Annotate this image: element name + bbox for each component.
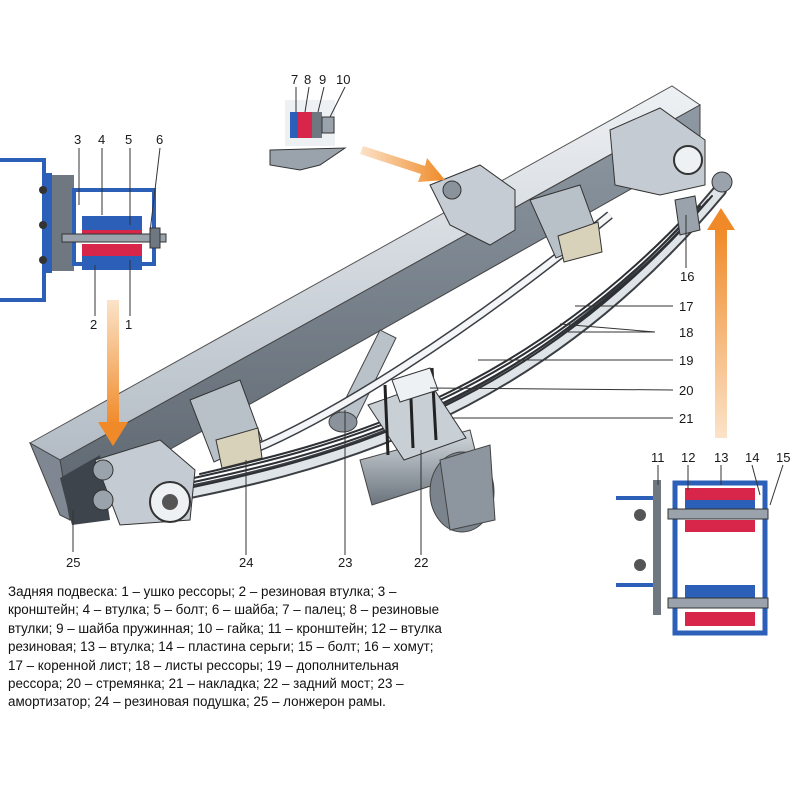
callout-5: 5: [125, 132, 132, 147]
caption-line: втулки; 9 – шайба пружинная; 10 – гайка;…: [8, 620, 442, 636]
inset-pin: [269, 100, 347, 171]
callout-22: 22: [414, 555, 428, 570]
callout-16: 16: [680, 269, 694, 284]
pointer-arrow-diagonal: [360, 146, 445, 182]
callout-numbers: 3 4 5 6 2 1 7 8 9 10 16 17 18 19 20 21 1…: [66, 72, 790, 570]
callout-20: 20: [679, 383, 693, 398]
pointer-arrow-up: [707, 208, 735, 438]
callout-12: 12: [681, 450, 695, 465]
rubber-pad-front: [189, 379, 263, 469]
callout-6: 6: [156, 132, 163, 147]
callout-18: 18: [679, 325, 693, 340]
inset-shackle: [616, 480, 769, 636]
callout-2: 2: [90, 317, 97, 332]
callout-23: 23: [338, 555, 352, 570]
callout-24: 24: [239, 555, 253, 570]
caption-line: Задняя подвеска: 1 – ушко рессоры; 2 – р…: [8, 584, 397, 599]
callout-13: 13: [714, 450, 728, 465]
rear-shackle: [609, 107, 733, 236]
caption-line: резиновая; 13 – втулка; 14 – пластина се…: [8, 639, 434, 655]
callout-10: 10: [336, 72, 350, 87]
callout-3: 3: [74, 132, 81, 147]
callout-7: 7: [291, 72, 298, 87]
callout-4: 4: [98, 132, 105, 147]
callout-1: 1: [125, 317, 132, 332]
u-bolt-clamp: [367, 367, 467, 461]
callout-19: 19: [679, 353, 693, 368]
callout-17: 17: [679, 299, 693, 314]
callout-15: 15: [776, 450, 790, 465]
shock-upper-mount: [429, 164, 516, 246]
callout-8: 8: [304, 72, 311, 87]
rubber-pad-rear: [529, 184, 603, 263]
front-spring-eye: [92, 439, 196, 526]
caption-line: амортизатор; 24 – резиновая подушка; 25 …: [8, 694, 386, 710]
inset-front-eye: [0, 158, 167, 302]
pointer-arrow-down: [98, 300, 128, 446]
caption-line: рессора; 20 – стремянка; 21 – накладка; …: [8, 676, 404, 692]
figure-caption: Задняя подвеска: 1 – ушко рессоры; 2 – р…: [8, 583, 598, 712]
rear-axle: [359, 429, 496, 533]
leader-lines: [72, 86, 784, 555]
caption-line: кронштейн; 4 – втулка; 5 – болт; 6 – шай…: [8, 602, 440, 618]
callout-14: 14: [745, 450, 759, 465]
callout-11: 11: [651, 450, 665, 465]
callout-25: 25: [66, 555, 80, 570]
callout-9: 9: [319, 72, 326, 87]
callout-21: 21: [679, 411, 693, 426]
caption-line: 17 – коренной лист; 18 – листы рессоры; …: [8, 657, 399, 673]
additional-spring: [238, 211, 613, 460]
